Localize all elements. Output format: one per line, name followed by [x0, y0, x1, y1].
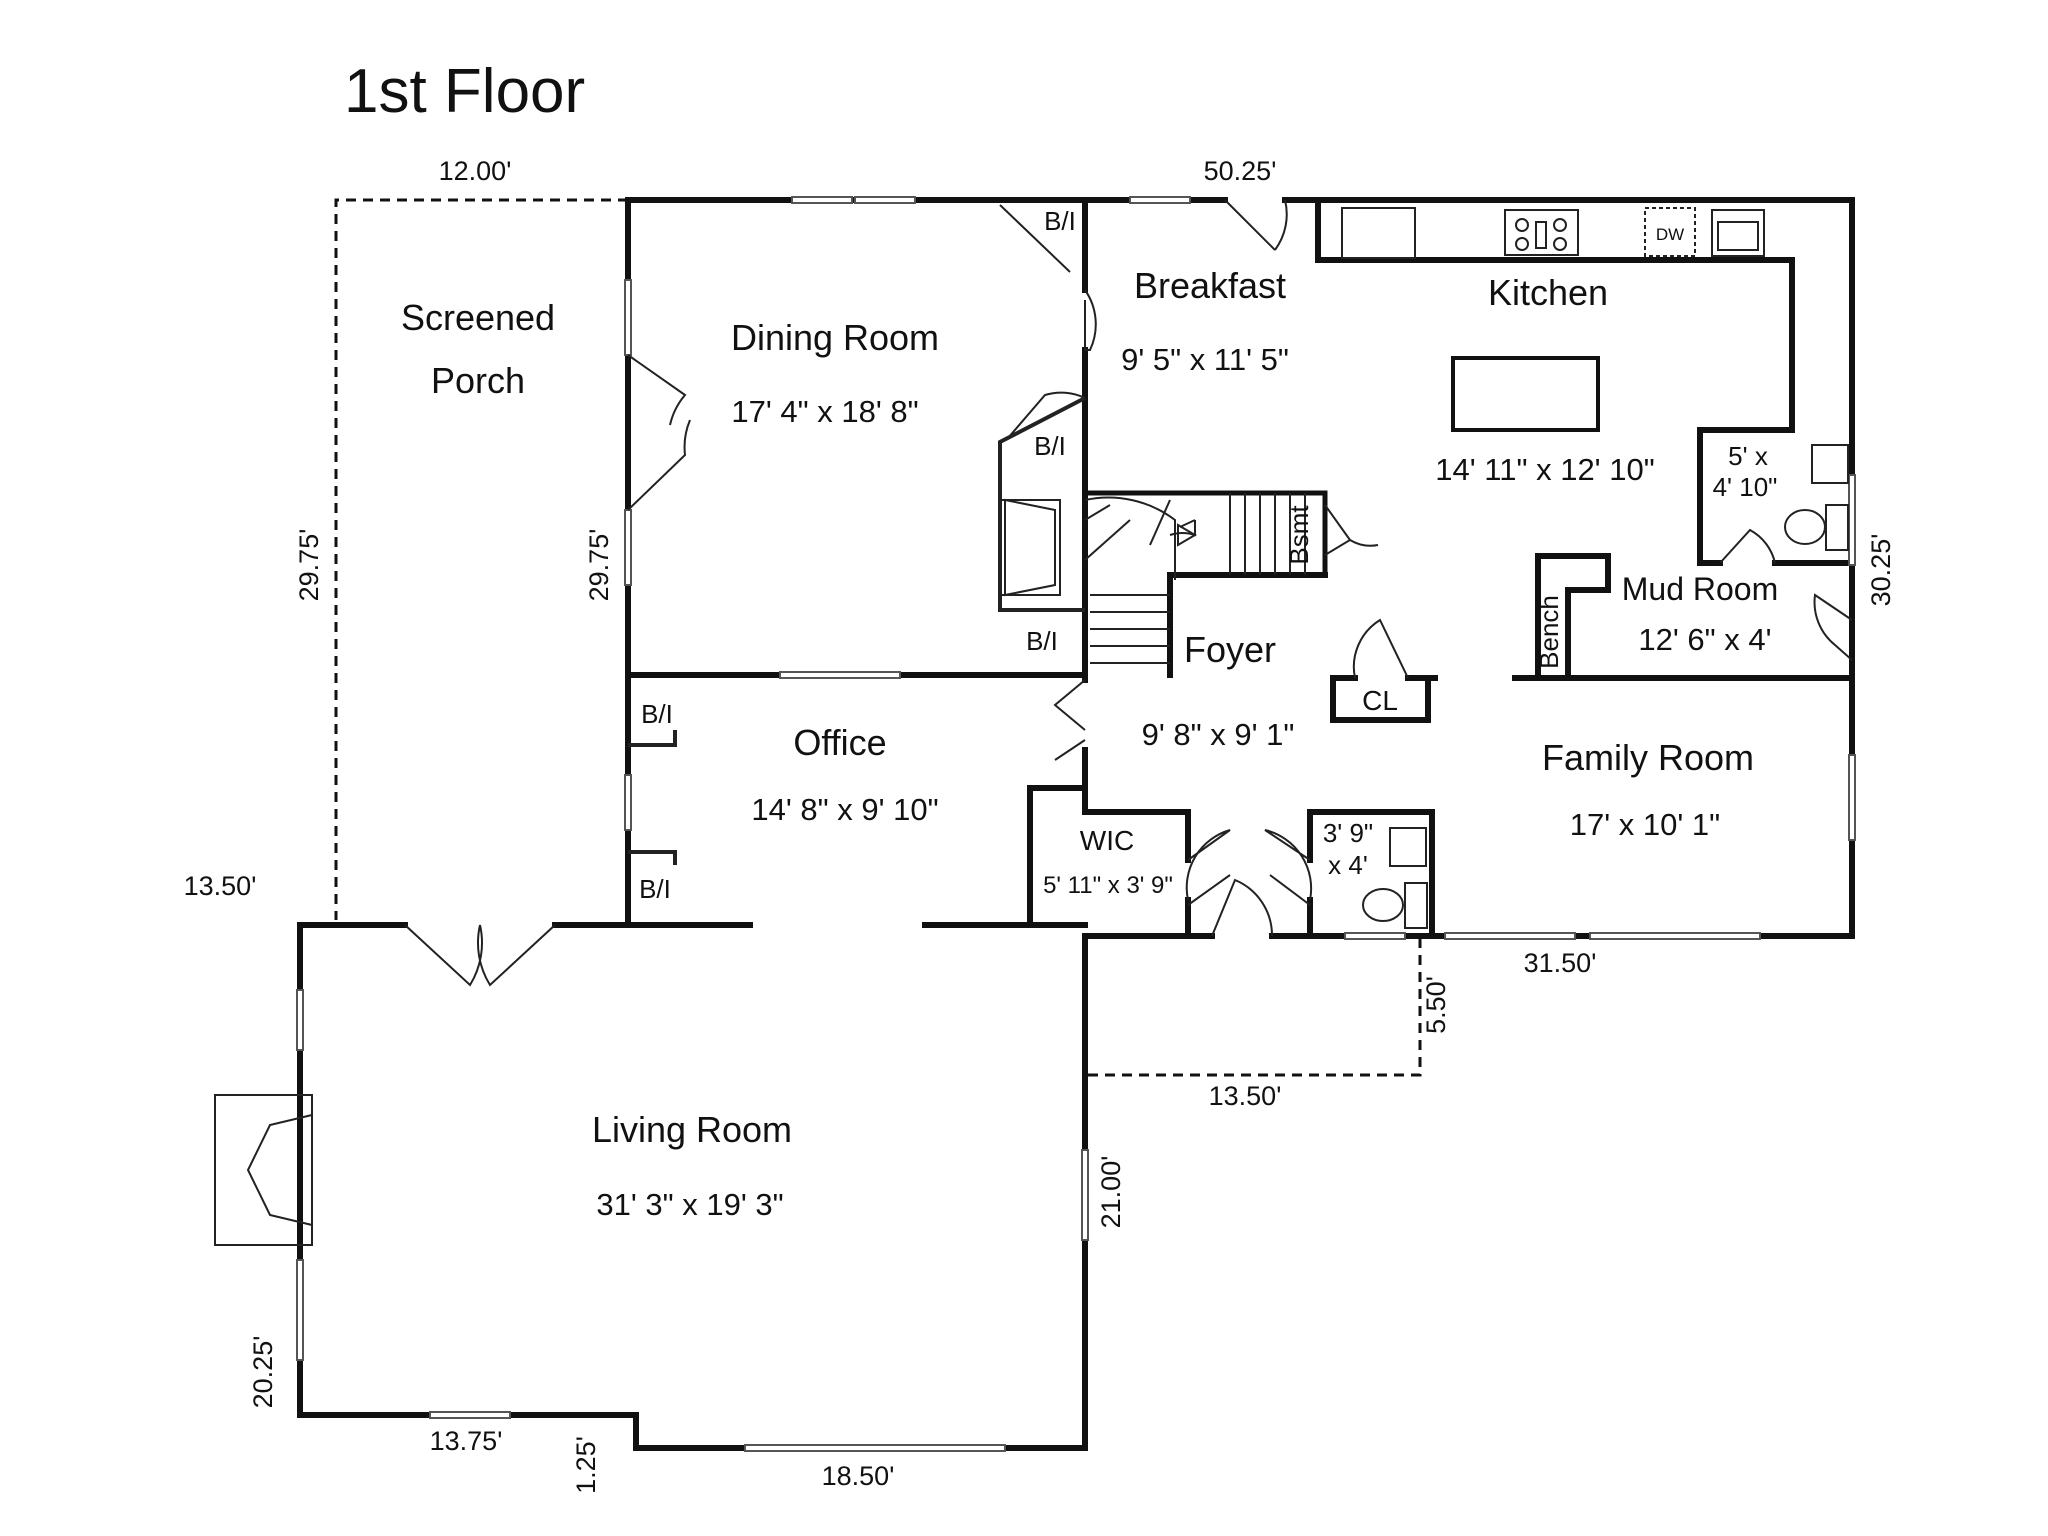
closet-label: CL: [1362, 685, 1398, 716]
family-room-dims: 17' x 10' 1": [1570, 807, 1720, 842]
doors: [404, 199, 1853, 987]
step-bottom-measurement: 13.50': [1209, 1081, 1282, 1111]
stairs: [1084, 493, 1306, 664]
breakfast-label: Breakfast: [1134, 265, 1286, 306]
family-room-label: Family Room: [1542, 737, 1754, 778]
screened-porch-label-2: Porch: [431, 360, 525, 401]
bi-label-office-lower: B/I: [639, 874, 671, 904]
lower-bath-dims-2: x 4': [1328, 850, 1368, 880]
living-room-label: Living Room: [592, 1109, 792, 1150]
right-side-measurement: 30.25': [1866, 534, 1896, 607]
screened-porch-outline: [334, 198, 628, 920]
lower-bath-dims-1: 3' 9": [1323, 818, 1373, 848]
mud-room-label: Mud Room: [1622, 571, 1779, 607]
living-jog-measurement: 1.25': [571, 1436, 601, 1494]
mud-room-dims: 12' 6" x 4': [1638, 622, 1771, 657]
living-room-dims: 31' 3" x 19' 3": [596, 1187, 783, 1222]
foyer-dims: 9' 8" x 9' 1": [1142, 717, 1295, 752]
basement-label: Bsmt: [1284, 505, 1314, 565]
house-top-measurement: 50.25': [1204, 156, 1277, 186]
windows: [296, 196, 1856, 1452]
bi-label-office-upper: B/I: [641, 699, 673, 729]
room-labels: Screened Porch Dining Room 17' 4" x 18' …: [401, 265, 1778, 1222]
fixtures: DW: [214, 207, 1849, 1246]
office-label: Office: [793, 722, 886, 763]
kitchen-label: Kitchen: [1488, 272, 1608, 313]
living-bottom-left-measurement: 13.75': [430, 1426, 503, 1456]
wic-dims: 5' 11" x 3' 9": [1043, 872, 1173, 899]
bi-label-breakfast: B/I: [1044, 206, 1076, 236]
porch-top-measurement: 12.00': [439, 156, 512, 186]
dining-left-measurement: 29.75': [584, 529, 614, 602]
foyer-label: Foyer: [1184, 629, 1276, 670]
wic-label: WIC: [1080, 825, 1134, 856]
bi-label-dining-lower: B/I: [1026, 626, 1058, 656]
screened-porch-label-1: Screened: [401, 297, 555, 338]
dining-room-dims: 17' 4" x 18' 8": [731, 394, 918, 429]
living-top-left-measurement: 13.50': [184, 871, 257, 901]
living-right-measurement: 21.00': [1096, 1156, 1126, 1229]
upper-bath-dims-2: 4' 10": [1713, 472, 1778, 502]
page-title: 1st Floor: [344, 57, 586, 126]
bench-label: Bench: [1534, 595, 1564, 669]
kitchen-dims: 14' 11" x 12' 10": [1435, 452, 1654, 487]
dishwasher-label: DW: [1656, 225, 1684, 244]
step-outline: [1088, 938, 1422, 1077]
living-left-measurement: 20.25': [248, 1336, 278, 1409]
family-bottom-measurement: 31.50': [1524, 948, 1597, 978]
closet-labels: B/I B/I B/I B/I B/I CL Bsmt Bench: [639, 206, 1564, 904]
breakfast-dims: 9' 5" x 11' 5": [1121, 342, 1289, 377]
step-vertical-measurement: 5.50': [1421, 976, 1451, 1034]
living-bottom-right-measurement: 18.50': [822, 1461, 895, 1491]
dining-room-label: Dining Room: [731, 317, 939, 358]
office-dims: 14' 8" x 9' 10": [751, 792, 938, 827]
measurement-labels: 12.00' 50.25' 29.75' 29.75' 30.25' 13.50…: [184, 156, 1896, 1494]
porch-left-measurement: 29.75': [294, 529, 324, 602]
bi-label-dining-upper: B/I: [1034, 431, 1066, 461]
upper-bath-dims-1: 5' x: [1728, 441, 1768, 471]
